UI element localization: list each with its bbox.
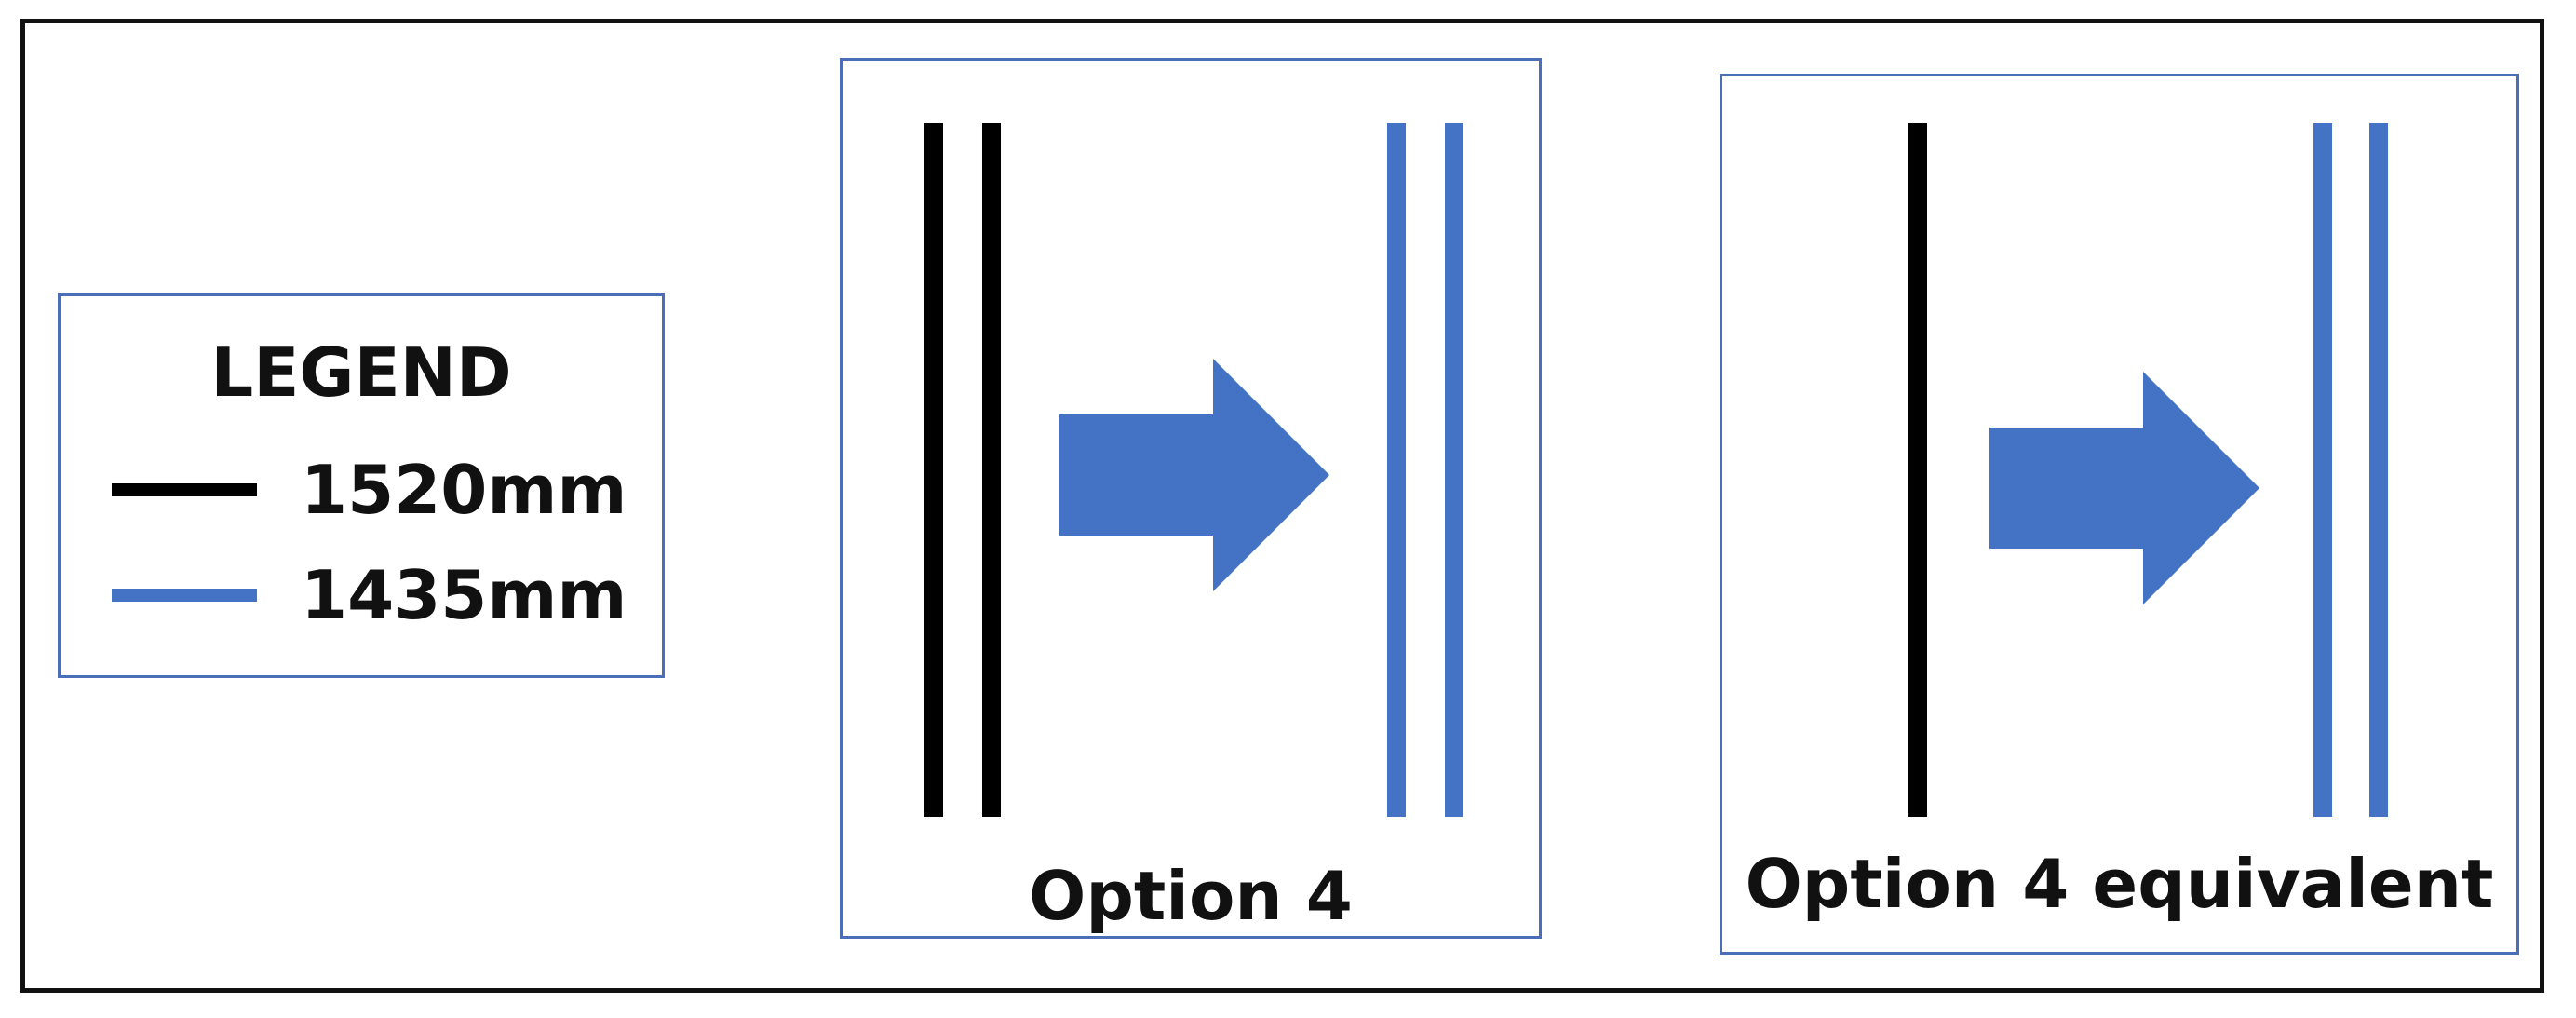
rail-1520-left [924,123,943,817]
option-4-box: Option 4 [840,58,1542,939]
option-4-label: Option 4 [1029,857,1353,935]
rail-1435-right [2369,123,2388,817]
legend-label-1435: 1435mm [301,556,627,634]
rail-1435-left [1387,123,1406,817]
option-4-equivalent-box: Option 4 equivalent [1720,74,2519,955]
right-arrow-icon [1059,359,1329,591]
rail-1435-left [2313,123,2332,817]
legend-box: LEGEND 1520mm 1435mm [58,293,665,678]
legend-entry-1435: 1435mm [112,553,633,637]
legend-label-1520: 1520mm [301,451,627,529]
legend-entry-1520: 1520mm [112,448,633,532]
rail-1435-right [1445,123,1463,817]
right-arrow-icon [1989,372,2259,604]
legend-swatch-1520 [112,483,257,496]
legend-swatch-1435 [112,589,257,602]
rail-1520-right [982,123,1001,817]
rail-1520-single [1908,123,1927,817]
option-4-equivalent-label: Option 4 equivalent [1745,845,2494,923]
legend-title: LEGEND [210,333,512,412]
